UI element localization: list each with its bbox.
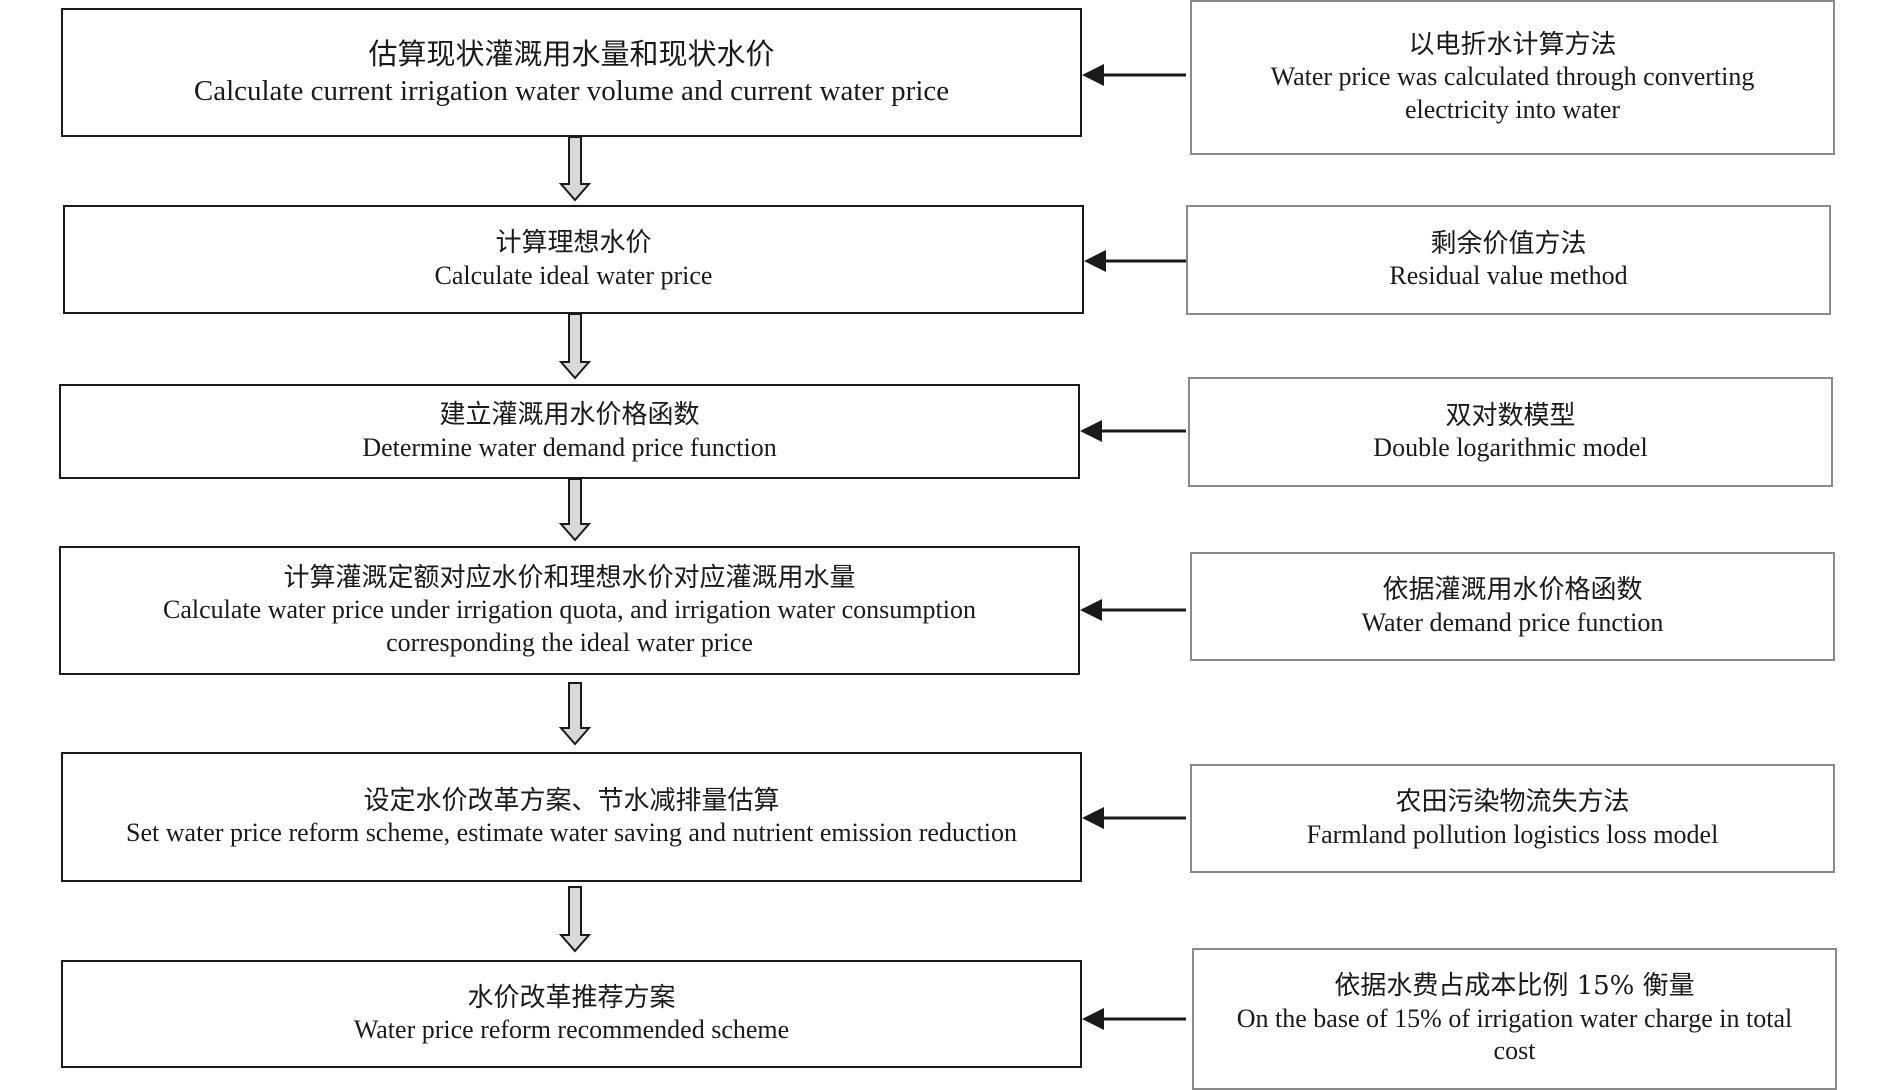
- step-1-zh: 估算现状灌溉用水量和现状水价: [368, 37, 775, 72]
- method-6-en: On the base of 15% of irrigation water c…: [1236, 1003, 1793, 1066]
- method-3-en: Double logarithmic model: [1373, 433, 1648, 462]
- method-box-5: 农田污染物流失方法 Farmland pollution logistics l…: [1190, 764, 1835, 873]
- left-arrow-1: [1082, 64, 1186, 86]
- method-1-zh: 以电折水计算方法: [1408, 29, 1617, 60]
- step-box-6: 水价改革推荐方案 Water price reform recommended …: [61, 960, 1082, 1068]
- method-4-en: Water demand price function: [1361, 607, 1664, 637]
- step-box-1: 估算现状灌溉用水量和现状水价 Calculate current irrigat…: [61, 8, 1082, 137]
- left-arrow-2: [1084, 250, 1186, 272]
- method-box-2: 剩余价值方法 Residual value method: [1186, 205, 1831, 315]
- down-arrow-5: [558, 886, 592, 953]
- left-arrow-5: [1082, 807, 1186, 829]
- left-arrow-6: [1082, 1008, 1186, 1030]
- method-4-zh: 依据灌溉用水价格函数: [1382, 575, 1643, 605]
- method-3-zh: 双对数模型: [1445, 400, 1576, 431]
- method-2-zh: 剩余价值方法: [1430, 228, 1587, 259]
- step-6-zh: 水价改革推荐方案: [467, 982, 676, 1013]
- down-arrow-3: [558, 478, 592, 542]
- step-2-zh: 计算理想水价: [495, 228, 652, 258]
- down-arrow-4: [558, 682, 592, 746]
- method-5-zh: 农田污染物流失方法: [1395, 787, 1630, 817]
- step-2-en: Calculate ideal water price: [434, 260, 713, 290]
- step-5-zh: 设定水价改革方案、节水减排量估算: [363, 785, 780, 816]
- step-3-en: Determine water demand price function: [362, 432, 777, 462]
- method-5-en: Farmland pollution logistics loss model: [1306, 819, 1719, 849]
- method-6-zh: 依据水费占成本比例 15% 衡量: [1334, 971, 1695, 1002]
- left-arrow-3: [1080, 420, 1186, 442]
- step-box-4: 计算灌溉定额对应水价和理想水价对应灌溉用水量 Calculate water p…: [59, 546, 1080, 675]
- step-1-en: Calculate current irrigation water volum…: [193, 74, 950, 107]
- step-4-en: Calculate water price under irrigation q…: [163, 595, 976, 657]
- step-6-en: Water price reform recommended scheme: [353, 1015, 790, 1044]
- left-arrow-4: [1080, 599, 1186, 621]
- step-5-en: Set water price reform scheme, estimate …: [126, 818, 1017, 847]
- down-arrow-1: [558, 136, 592, 202]
- method-box-6: 依据水费占成本比例 15% 衡量 On the base of 15% of i…: [1192, 948, 1837, 1090]
- step-4-zh: 计算灌溉定额对应水价和理想水价对应灌溉用水量: [283, 562, 856, 593]
- step-box-2: 计算理想水价 Calculate ideal water price: [63, 205, 1084, 314]
- method-2-en: Residual value method: [1389, 261, 1628, 290]
- method-box-4: 依据灌溉用水价格函数 Water demand price function: [1190, 552, 1835, 661]
- step-3-zh: 建立灌溉用水价格函数: [439, 400, 700, 430]
- method-box-3: 双对数模型 Double logarithmic model: [1188, 377, 1833, 487]
- down-arrow-2: [558, 313, 592, 380]
- method-box-1: 以电折水计算方法 Water price was calculated thro…: [1190, 0, 1835, 155]
- step-box-5: 设定水价改革方案、节水减排量估算 Set water price reform …: [61, 752, 1082, 882]
- method-1-en: Water price was calculated through conve…: [1270, 62, 1755, 124]
